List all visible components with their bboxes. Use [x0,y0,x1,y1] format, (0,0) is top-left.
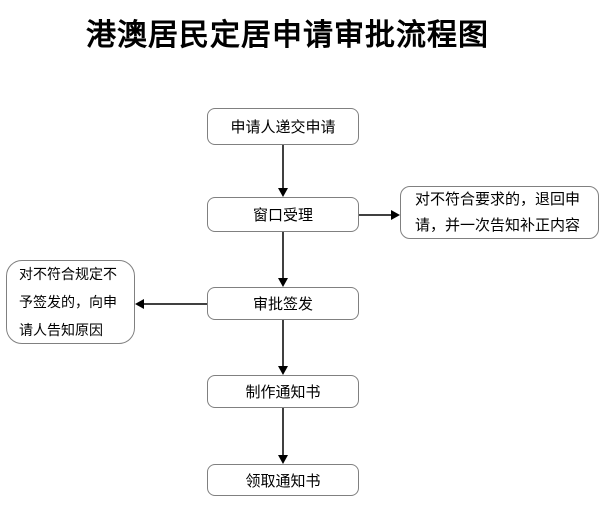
arrow-approve-to-inform [135,299,207,309]
arrow-approve-to-make [278,320,288,375]
node-approve-issue: 审批签发 [207,287,359,320]
arrow-window-to-return [359,210,400,220]
node-receive-notice: 领取通知书 [207,464,359,496]
node-inform-reason: 对不符合规定不予签发的，向申请人告知原因 [6,260,135,344]
arrow-make-to-receive [278,408,288,464]
node-submit-application: 申请人递交申请 [207,108,359,145]
page-title: 港澳居民定居申请审批流程图 [86,19,489,52]
node-return-application: 对不符合要求的，退回申请，并一次告知补正内容 [400,186,599,239]
node-window-accept: 窗口受理 [207,197,359,232]
arrow-submit-to-window [278,145,288,197]
arrow-window-to-approve [278,232,288,287]
node-make-notice: 制作通知书 [207,375,359,408]
